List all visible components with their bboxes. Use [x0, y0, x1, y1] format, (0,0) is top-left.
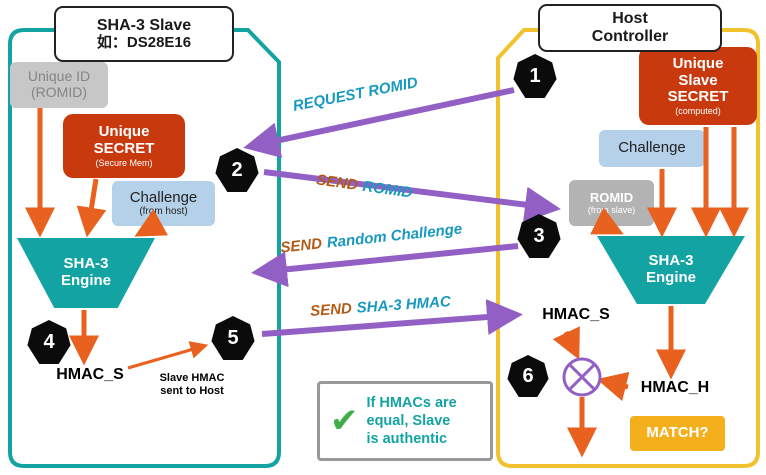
- host-title-box: Host Controller: [538, 4, 722, 52]
- host-romid-line1: ROMID: [589, 189, 634, 205]
- comparator-xor-icon: [562, 357, 602, 397]
- match-label: MATCH?: [646, 424, 709, 442]
- arrow-slavechallenge-to-engine: [134, 209, 168, 237]
- slave-hmac-note: Slave HMAC sent to Host: [142, 372, 242, 398]
- hmac-h-label: HMAC_H: [640, 379, 710, 396]
- host-engine-line2: Engine: [645, 269, 696, 286]
- slave-engine-line1: SHA-3: [63, 255, 109, 273]
- host-challenge-label: Challenge: [618, 139, 686, 157]
- match-box: MATCH?: [630, 416, 725, 451]
- host-romid-line2: (from slave): [587, 205, 636, 216]
- step-badge-2: 2: [215, 148, 259, 192]
- slave-engine-line2: Engine: [60, 272, 111, 289]
- hmac-s-slave-label: HMAC_S: [56, 366, 124, 383]
- slave-subtitle: 如：DS28E16: [96, 33, 192, 51]
- host-engine-line1: SHA-3: [648, 252, 694, 270]
- slave-hmac-note-line1: Slave HMAC: [159, 372, 225, 384]
- host-romid-box: ROMID (from slave): [569, 180, 654, 226]
- step-badge-6: 6: [507, 355, 549, 397]
- arrow-hmach-to-comparator: [596, 371, 630, 402]
- flow-label-request-romid-text: REQUEST ROMID: [291, 74, 420, 115]
- slave-title: SHA-3 Slave: [96, 16, 192, 34]
- flow-label-request-romid: REQUEST ROMID: [292, 74, 420, 115]
- host-challenge-box: Challenge: [599, 130, 705, 167]
- verdict-line2: equal, Slave: [366, 412, 451, 429]
- slave-challenge-line2: (from host): [139, 206, 188, 218]
- host-secret-box: Unique Slave SECRET (computed): [639, 47, 757, 125]
- slave-secret-line2: SECRET: [93, 139, 155, 157]
- flow-label-send-hmac-prefix: SEND: [309, 300, 353, 320]
- step-badge-1: 1: [513, 54, 557, 98]
- unique-id-line1: Unique ID: [27, 68, 91, 85]
- step-badge-5: 5: [211, 316, 255, 360]
- hmac-s-host-label: HMAC_S: [542, 306, 610, 323]
- slave-secret-line1: Unique: [98, 123, 150, 141]
- arrow-romid-to-engine: [590, 207, 624, 235]
- flow-label-send-hmac-text: SHA-3 HMAC: [356, 293, 452, 317]
- slave-sha3-engine: SHA-3 Engine: [17, 238, 155, 308]
- unique-id-box: Unique ID (ROMID): [10, 62, 108, 108]
- flow-label-send-challenge-text: Random Challenge: [326, 220, 463, 252]
- slave-challenge-line1: Challenge: [129, 188, 198, 206]
- step-badge-3: 3: [517, 214, 561, 258]
- flow-label-send-romid-text: ROMID: [361, 177, 414, 202]
- verdict-box: ✔ If HMACs are equal, Slave is authentic: [317, 381, 493, 461]
- slave-secret-line3: (Secure Mem): [95, 157, 153, 168]
- host-title-line1: Host: [612, 10, 648, 28]
- host-sha3-engine: SHA-3 Engine: [597, 236, 745, 304]
- host-title-line2: Controller: [591, 28, 669, 45]
- green-check-icon: ✔: [330, 402, 359, 440]
- host-secret-line3: SECRET: [667, 88, 729, 106]
- verdict-text: If HMACs are equal, Slave is authentic: [367, 394, 457, 448]
- arrow-slavesecret-to-engine: [76, 178, 107, 238]
- host-secret-line4: (computed): [675, 106, 721, 117]
- host-secret-line1: Unique: [672, 54, 724, 72]
- flow-label-send-challenge-prefix: SEND: [279, 235, 323, 257]
- arrow-send-hmac: [261, 299, 523, 337]
- flow-label-send-romid-prefix: SEND: [315, 171, 359, 194]
- slave-secret-box: Unique SECRET (Secure Mem): [63, 114, 185, 178]
- verdict-line1: If HMACs are: [366, 394, 457, 411]
- host-secret-line2: Slave: [678, 71, 718, 89]
- slave-title-box: SHA-3 Slave 如：DS28E16: [54, 6, 234, 62]
- slave-hmac-note-line2: sent to Host: [160, 385, 224, 398]
- unique-id-line2: (ROMID): [31, 84, 87, 100]
- verdict-line3: is authentic: [366, 431, 448, 448]
- arrow-hmacs-to-step5: [127, 341, 209, 370]
- step-badge-4: 4: [27, 320, 71, 364]
- slave-challenge-box: Challenge (from host): [112, 181, 215, 226]
- arrow-hmacs-to-comparator: [552, 326, 580, 360]
